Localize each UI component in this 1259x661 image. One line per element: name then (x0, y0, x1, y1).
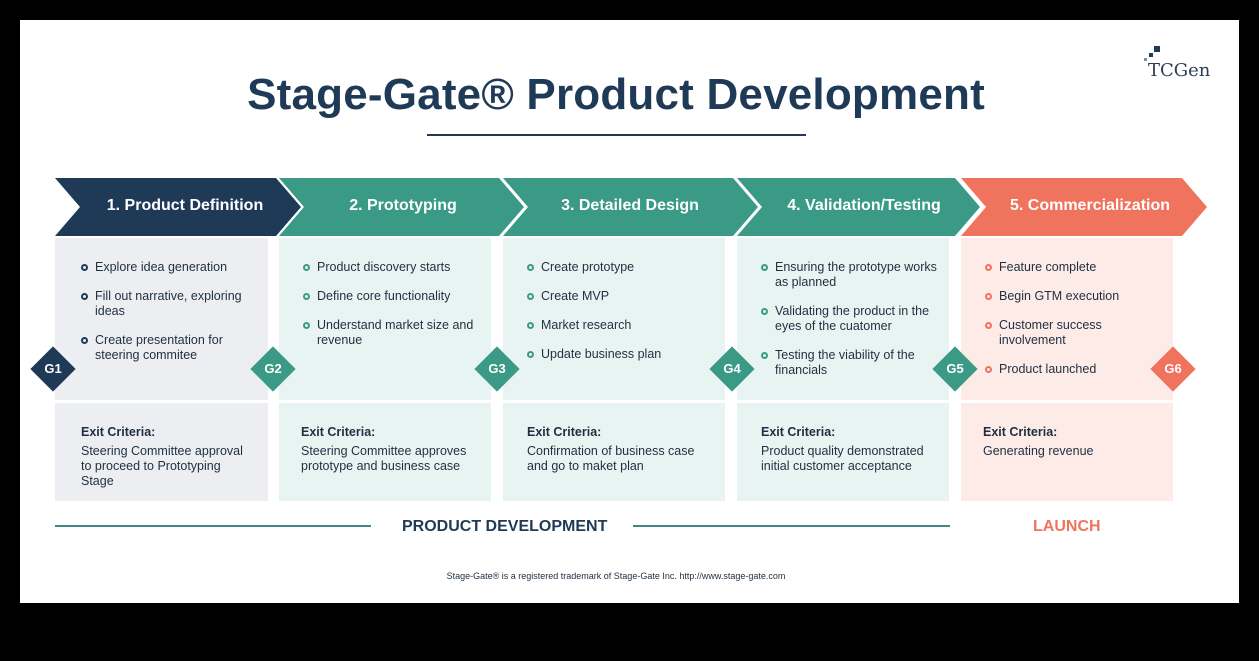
gate-label: G5 (946, 361, 964, 376)
list-item: Fill out narrative, exploring ideas (81, 289, 258, 319)
stage-2-label: 2. Prototyping (349, 197, 457, 214)
bullet-icon (985, 322, 992, 329)
list-item: Validating the product in the eyes of th… (761, 304, 939, 334)
title-underline (427, 134, 806, 136)
gate-g6: G6 (1150, 346, 1196, 392)
bullet-icon (761, 308, 768, 315)
bullet-icon (81, 293, 88, 300)
gate-g1: G1 (30, 346, 76, 392)
card-divider (503, 400, 725, 403)
development-line-left (55, 525, 371, 527)
exit-criteria-text: Confirmation of business case and go to … (527, 444, 695, 473)
exit-criteria-text: Steering Committee approves prototype an… (301, 444, 467, 473)
trademark-footnote: Stage-Gate® is a registered trademark of… (446, 571, 786, 581)
bullet-icon (81, 264, 88, 271)
stage-4-card: Ensuring the prototype works as planned … (737, 238, 949, 501)
stage-2-bullets: Product discovery starts Define core fun… (303, 260, 481, 362)
stage-3-bullets: Create prototype Create MVP Market resea… (527, 260, 715, 376)
gate-g2: G2 (250, 346, 296, 392)
stage-4-label: 4. Validation/Testing (787, 197, 941, 214)
bullet-icon (527, 264, 534, 271)
bullet-icon (761, 352, 768, 359)
exit-criteria-text: Generating revenue (983, 444, 1094, 458)
list-item: Product launched (985, 362, 1163, 377)
list-item: Create MVP (527, 289, 715, 304)
stage-5-bullets: Feature complete Begin GTM execution Cus… (985, 260, 1163, 391)
list-item: Create prototype (527, 260, 715, 275)
bullet-icon (761, 264, 768, 271)
bullet-icon (985, 366, 992, 373)
bullet-icon (527, 293, 534, 300)
bullet-icon (985, 264, 992, 271)
card-divider (55, 400, 268, 403)
list-item: Explore idea generation (81, 260, 258, 275)
bullet-icon (303, 264, 310, 271)
list-item: Create presentation for steering commite… (81, 333, 258, 363)
exit-criteria-title: Exit Criteria: (527, 425, 602, 439)
list-item: Feature complete (985, 260, 1163, 275)
logo-text: TCGen (1148, 60, 1211, 81)
bullet-icon (303, 322, 310, 329)
card-divider (961, 400, 1173, 403)
stage-5-label: 5. Commercialization (1009, 197, 1171, 214)
exit-criteria-text: Steering Committee approval to proceed t… (81, 444, 243, 488)
stage-3-label: 3. Detailed Design (561, 197, 699, 214)
page-title: Stage-Gate® Product Development (247, 70, 985, 119)
card-divider (279, 400, 491, 403)
gate-g4: G4 (709, 346, 755, 392)
exit-criteria-title: Exit Criteria: (761, 425, 836, 439)
exit-criteria-title: Exit Criteria: (81, 425, 156, 439)
bullet-icon (303, 293, 310, 300)
gate-label: G3 (488, 361, 506, 376)
tcgen-logo-icon (1144, 46, 1160, 61)
bullet-icon (527, 322, 534, 329)
list-item: Product discovery starts (303, 260, 481, 275)
list-item: Ensuring the prototype works as planned (761, 260, 939, 290)
list-item: Understand market size and revenue (303, 318, 481, 348)
exit-criteria-text: Product quality demonstrated initial cus… (761, 444, 924, 473)
stage-1-label: 1. Product Definition (106, 197, 264, 214)
arrow-stage-4 (737, 178, 980, 236)
gate-label: G1 (44, 361, 62, 376)
arrow-stage-1 (55, 178, 301, 236)
gate-g3: G3 (474, 346, 520, 392)
arrow-stage-3 (503, 178, 758, 236)
arrow-stage-2 (279, 178, 524, 236)
gate-label: G4 (723, 361, 741, 376)
list-item: Customer success involvement (985, 318, 1163, 348)
stage-1-bullets: Explore idea generation Fill out narrati… (81, 260, 258, 377)
gate-label: G2 (264, 361, 282, 376)
phase-development-label: PRODUCT DEVELOPMENT (402, 518, 608, 535)
list-item: Update business plan (527, 347, 715, 362)
card-divider (737, 400, 949, 403)
gate-g5: G5 (932, 346, 978, 392)
list-item: Market research (527, 318, 715, 333)
list-item: Testing the viability of the financials (761, 348, 939, 378)
stage-1-card: Explore idea generation Fill out narrati… (55, 238, 268, 501)
bullet-icon (81, 337, 88, 344)
bullet-icon (985, 293, 992, 300)
arrow-stage-5 (961, 178, 1207, 236)
list-item: Define core functionality (303, 289, 481, 304)
exit-criteria-title: Exit Criteria: (983, 425, 1058, 439)
exit-criteria-title: Exit Criteria: (301, 425, 376, 439)
phase-launch-label: LAUNCH (1033, 518, 1101, 535)
stage-4-bullets: Ensuring the prototype works as planned … (761, 260, 939, 392)
gate-label: G6 (1164, 361, 1182, 376)
development-line-right (633, 525, 950, 527)
stage-2-card: Product discovery starts Define core fun… (279, 238, 491, 501)
bullet-icon (527, 351, 534, 358)
list-item: Begin GTM execution (985, 289, 1163, 304)
stage-3-card: Create prototype Create MVP Market resea… (503, 238, 725, 501)
stage-5-card: Feature complete Begin GTM execution Cus… (961, 238, 1173, 501)
